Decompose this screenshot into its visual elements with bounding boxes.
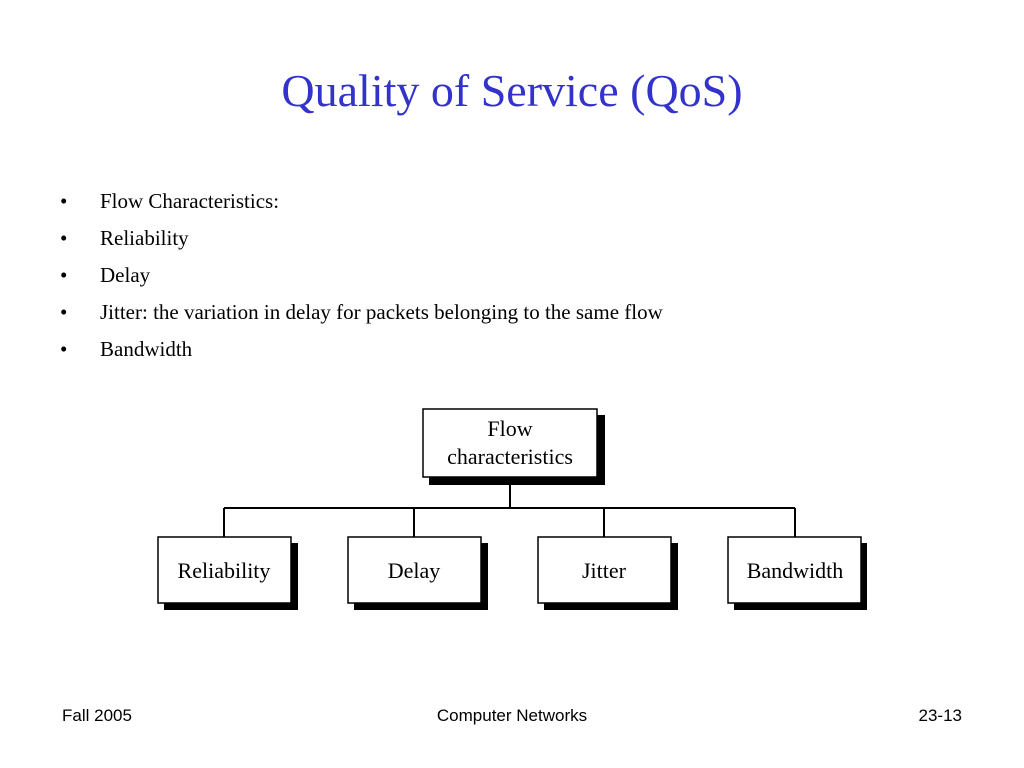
bullet-dot: •: [60, 189, 68, 213]
node-box: [347, 536, 482, 604]
bullet-text: Flow Characteristics:: [100, 189, 280, 213]
child-node-reliability: Reliability: [157, 536, 298, 610]
node-box: [537, 536, 672, 604]
node-label: Delay: [388, 558, 441, 583]
root-box: [422, 408, 598, 478]
node-box: [727, 536, 862, 604]
root-label-line2: characteristics: [447, 444, 573, 469]
diagram-connectors: [223, 480, 796, 537]
footer-slide-number: 23-13: [918, 706, 962, 725]
bullet-dot: •: [60, 226, 68, 250]
bullet-item: • Reliability: [60, 223, 663, 260]
bullet-dot: •: [60, 337, 68, 361]
bullet-item: • Flow Characteristics:: [60, 186, 663, 223]
root-node: Flow characteristics: [422, 408, 605, 485]
root-label-line1: Flow: [487, 416, 532, 441]
bullet-item: • Jitter: the variation in delay for pack…: [60, 297, 663, 334]
node-label: Jitter: [582, 558, 627, 583]
bullet-text: Bandwidth: [100, 337, 193, 361]
node-label: Bandwidth: [747, 558, 844, 583]
node-box: [157, 536, 292, 604]
footer-date: Fall 2005: [62, 706, 132, 725]
bullet-dot: •: [60, 300, 68, 324]
bullet-item: • Delay: [60, 260, 663, 297]
bullet-text: Reliability: [100, 226, 189, 250]
child-node-bandwidth: Bandwidth: [727, 536, 867, 610]
bullet-list: • Flow Characteristics: • Reliability • Del…: [60, 186, 663, 371]
child-node-jitter: Jitter: [537, 536, 678, 610]
slide-title: Quality of Service (QoS): [281, 65, 743, 116]
bullet-dot: •: [60, 263, 68, 287]
footer-course: Computer Networks: [436, 706, 588, 725]
child-node-delay: Delay: [347, 536, 488, 610]
node-label: Reliability: [178, 558, 271, 583]
bullet-text: Delay: [100, 263, 151, 287]
bullet-text: Jitter: the variation in delay for packe…: [100, 300, 663, 324]
bullet-item: • Bandwidth: [60, 334, 663, 371]
